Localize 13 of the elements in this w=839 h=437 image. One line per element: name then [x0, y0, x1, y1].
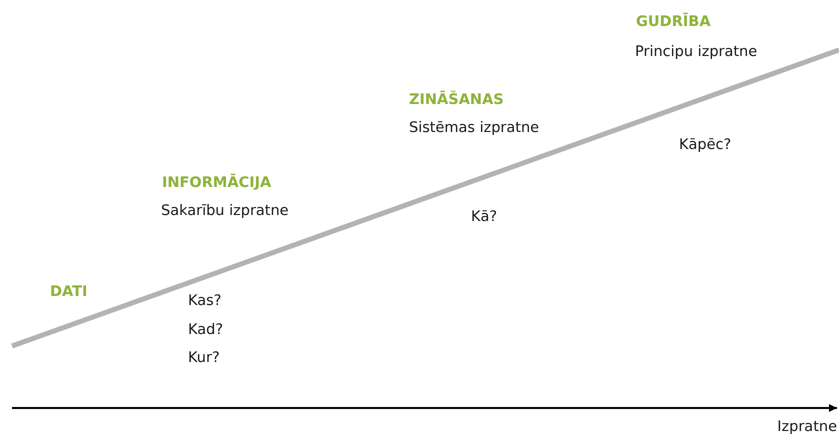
- level-description: Principu izpratne: [635, 43, 758, 61]
- level-description: Sistēmas izpratne: [409, 119, 540, 137]
- axis-label: Izpratne: [777, 418, 837, 436]
- question-text: Kāpēc?: [679, 136, 732, 154]
- level-heading: ZINĀŠANAS: [409, 91, 504, 109]
- question-text: Kad?: [188, 321, 224, 339]
- question-text: Kā?: [471, 208, 498, 226]
- level-description: Sakarību izpratne: [161, 202, 289, 220]
- level-heading: GUDRĪBA: [636, 13, 711, 31]
- level-heading: INFORMĀCIJA: [162, 174, 272, 192]
- level-heading: DATI: [50, 283, 88, 301]
- question-text: Kas?: [188, 292, 222, 310]
- question-text: Kur?: [188, 349, 220, 367]
